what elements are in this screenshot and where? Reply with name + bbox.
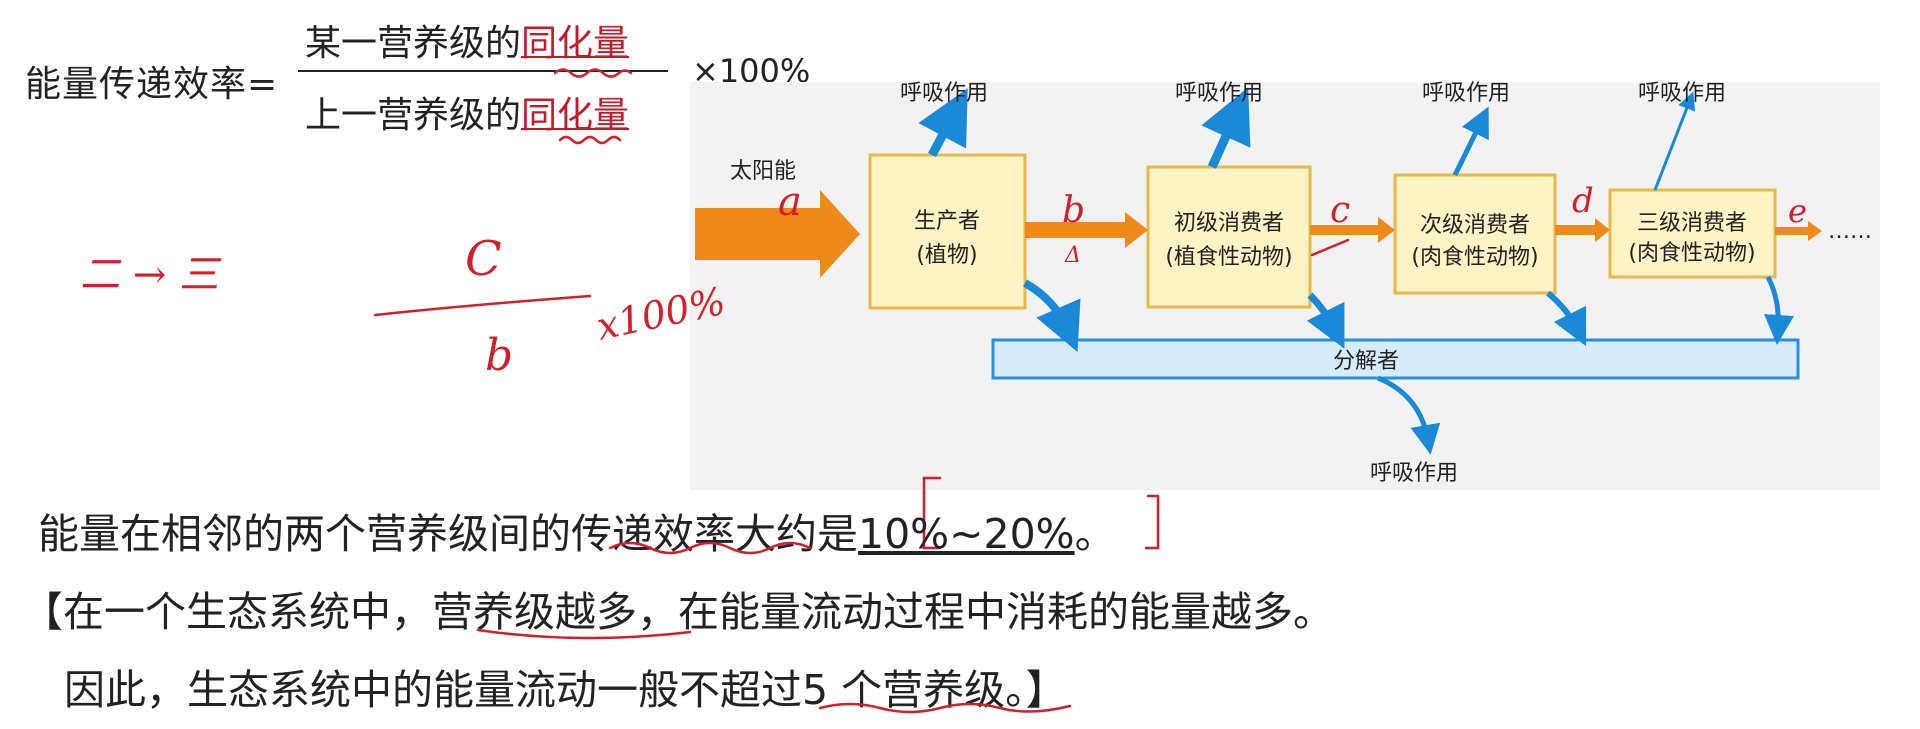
flow-arrow-secondary-tertiary	[1555, 218, 1610, 242]
numerator-text: 某一营养级的	[305, 23, 522, 64]
resp-label-3: 呼吸作用	[1422, 81, 1510, 106]
decomposer-box	[991, 338, 1800, 380]
decomp-resp-arrow	[1377, 375, 1441, 455]
producer-label: 生产者	[914, 209, 980, 234]
ellipsis: ……	[1828, 219, 1872, 244]
hand-e: e	[1788, 192, 1807, 230]
sun-energy-arrow	[695, 190, 860, 278]
primary-consumer-sub: (植食性动物)	[1165, 245, 1292, 270]
hand-slash-primary	[1310, 238, 1350, 257]
resp-label-2: 呼吸作用	[1175, 81, 1263, 106]
hand-mark: Δ	[1064, 243, 1081, 268]
squiggle-denominator	[558, 135, 622, 145]
decomp-arrow-secondary	[1546, 290, 1587, 347]
decomp-arrow-producer	[1022, 279, 1081, 353]
resp-arrow-primary	[1201, 87, 1251, 169]
bracket-left	[922, 476, 942, 550]
resp-label-4: 呼吸作用	[1638, 81, 1726, 106]
tertiary-consumer-box	[1608, 188, 1777, 279]
decomposer-label: 分解者	[1333, 349, 1399, 374]
resp-arrow-secondary	[1452, 106, 1489, 177]
flow-arrow-tertiary-out	[1775, 221, 1822, 241]
fraction-line	[298, 70, 668, 72]
resp-arrow-tertiary	[1653, 91, 1696, 191]
formula-label: 能量传递效率=	[25, 64, 279, 105]
resp-arrow-producer	[918, 88, 968, 158]
text-line-1: 能量在相邻的两个营养级间的传递效率大约是10%~20%。	[38, 500, 1116, 560]
decomp-resp-label: 呼吸作用	[1370, 461, 1458, 486]
flow-arrow-producer-primary	[1025, 212, 1148, 248]
decomp-arrow-primary	[1306, 292, 1345, 349]
numerator-highlight: 同化量	[521, 23, 630, 64]
handwriting-layer	[373, 68, 1350, 550]
flow-arrow-primary-secondary	[1310, 217, 1395, 243]
secondary-consumer-label: 次级消费者	[1420, 213, 1530, 238]
hand-frac-mult: x100%	[593, 279, 729, 349]
tertiary-consumer-label: 三级消费者	[1637, 211, 1747, 236]
primary-consumer-label: 初级消费者	[1174, 211, 1284, 236]
text-line-1-main: 能量在相邻的两个营养级间的传递效率大约是	[38, 510, 858, 558]
text-line-1-end: 。	[1074, 510, 1116, 558]
formula-denominator: 上一营养级的同化量	[305, 86, 629, 138]
efficiency-value: 10%~20%	[858, 510, 1075, 558]
hand-c: c	[1330, 190, 1350, 231]
hand-two-to-three: 二 → 三	[80, 252, 222, 298]
hand-frac-num: C	[465, 231, 502, 287]
secondary-consumer-box	[1393, 173, 1557, 295]
sun-label: 太阳能	[730, 159, 796, 184]
decomp-arrow-tertiary	[1764, 275, 1794, 345]
hand-frac-den: b	[485, 330, 513, 381]
hand-b: b	[1062, 190, 1085, 231]
primary-consumer-box	[1146, 165, 1312, 309]
text-line-3: 因此，生态系统中的能量流动一般不超过5 个营养级。】	[64, 666, 1067, 714]
tertiary-consumer-sub: (肉食性动物)	[1628, 241, 1755, 266]
producer-sub: (植物)	[916, 243, 977, 268]
secondary-consumer-sub: (肉食性动物)	[1411, 245, 1538, 270]
bracket-right	[1144, 494, 1160, 550]
hand-fraction-line	[373, 294, 592, 317]
denominator-text: 上一营养级的	[305, 95, 522, 136]
resp-label-1: 呼吸作用	[900, 81, 988, 106]
squiggle-numerator	[553, 68, 633, 78]
formula-numerator: 某一营养级的同化量	[305, 14, 629, 66]
producer-box	[868, 153, 1027, 310]
denominator-highlight: 同化量	[521, 95, 630, 136]
text-line-2: 【在一个生态系统中，营养级越多，在能量流动过程中消耗的能量越多。	[22, 588, 1334, 636]
hand-a: a	[778, 179, 802, 225]
hand-d: d	[1572, 181, 1594, 221]
